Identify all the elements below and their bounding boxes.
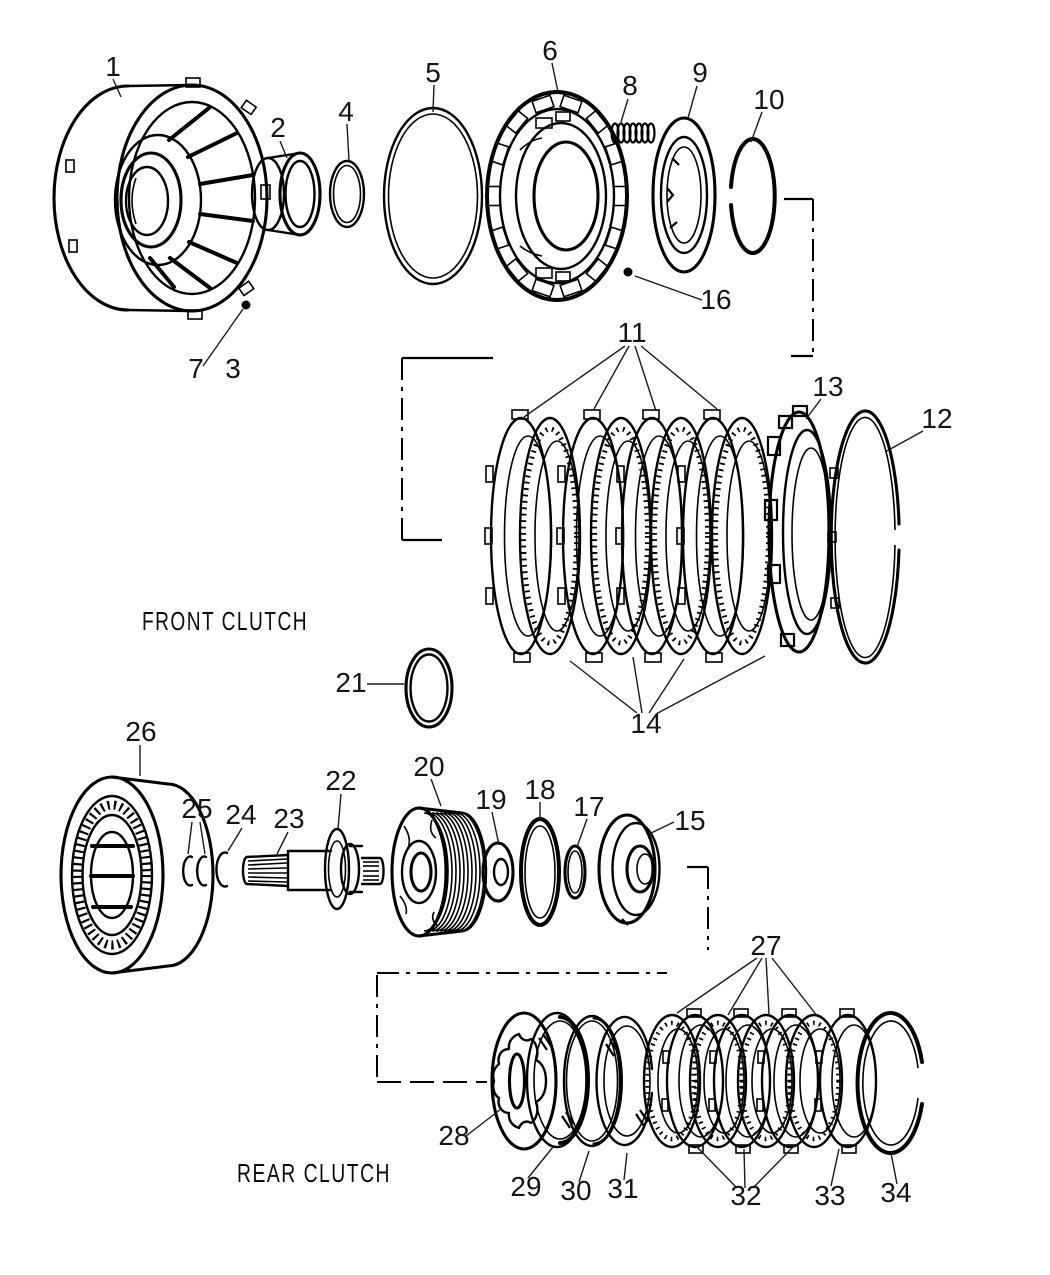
part-6-piston-spring-retainer bbox=[485, 90, 629, 302]
callout-26: 26 bbox=[125, 716, 156, 747]
part-10-snap-ring bbox=[729, 137, 777, 255]
part-29-belleville-plate bbox=[525, 1011, 590, 1149]
callout-33: 33 bbox=[814, 1180, 845, 1211]
part-26-drum bbox=[59, 775, 215, 975]
callout-16: 16 bbox=[700, 284, 731, 315]
part-22-thrust-washer bbox=[323, 827, 351, 911]
callout-3: 3 bbox=[225, 353, 241, 384]
part-28-piston-plate bbox=[490, 1011, 558, 1151]
callout-10: 10 bbox=[753, 84, 784, 115]
part-21-seal-ring bbox=[404, 647, 454, 729]
callout-30: 30 bbox=[560, 1175, 591, 1206]
part-1-clutch-retainer bbox=[52, 77, 271, 320]
callout-24: 24 bbox=[225, 799, 256, 830]
part-16-ball bbox=[623, 267, 633, 277]
leader-lines bbox=[112, 62, 924, 1189]
callout-15: 15 bbox=[674, 805, 705, 836]
callout-31: 31 bbox=[607, 1173, 638, 1204]
front-clutch-label: FRONT CLUTCH bbox=[142, 606, 308, 636]
callout-29: 29 bbox=[510, 1171, 541, 1202]
rear-clutch-label: REAR CLUTCH bbox=[237, 1158, 391, 1188]
callout-11: 11 bbox=[617, 317, 646, 348]
callout-12: 12 bbox=[921, 403, 952, 434]
callout-4: 4 bbox=[338, 96, 354, 127]
callout-5: 5 bbox=[425, 57, 441, 88]
callout-18: 18 bbox=[524, 774, 555, 805]
part-13-pressure-plate bbox=[763, 404, 833, 654]
callout-32: 32 bbox=[730, 1180, 761, 1211]
callout-27: 27 bbox=[750, 930, 781, 961]
callout-13: 13 bbox=[812, 371, 843, 402]
part-7-3-ball bbox=[241, 300, 251, 310]
part-24-snap-ring-small bbox=[215, 851, 229, 888]
callout-14: 14 bbox=[630, 708, 661, 739]
part-25-snap-rings bbox=[182, 855, 208, 887]
part-4-seal-ring bbox=[328, 159, 366, 229]
callout-25: 25 bbox=[181, 793, 212, 824]
part-8-spring bbox=[610, 122, 656, 144]
callout-1: 1 bbox=[105, 51, 121, 82]
part-23-input-shaft bbox=[241, 842, 385, 896]
part-30-ring-plate bbox=[562, 1014, 623, 1148]
front-clutch-bracket-left bbox=[401, 356, 493, 542]
part-17-seal-ring-small bbox=[563, 844, 587, 900]
callout-2: 2 bbox=[270, 112, 286, 143]
callout-9: 9 bbox=[692, 57, 708, 88]
part-9-spring-retainer-ring bbox=[651, 116, 717, 274]
part-31-wave-spring bbox=[595, 1015, 654, 1147]
callout-21: 21 bbox=[335, 667, 366, 698]
callout-23: 23 bbox=[273, 803, 304, 834]
front-clutch-bracket-right bbox=[784, 197, 814, 358]
callout-17: 17 bbox=[573, 791, 604, 822]
rear-clutch-bracket-right bbox=[687, 865, 709, 950]
rear-clutch-bracket-left bbox=[376, 972, 667, 1083]
part-2-bushing bbox=[250, 151, 322, 237]
part-34-snap-ring bbox=[855, 1011, 924, 1155]
callout-22: 22 bbox=[325, 765, 356, 796]
callout-34: 34 bbox=[880, 1177, 911, 1208]
callout-20: 20 bbox=[413, 751, 444, 782]
callout-labels: 1 2 3 4 5 6 7 8 9 10 11 12 13 14 15 16 1… bbox=[105, 35, 952, 1211]
callout-28: 28 bbox=[438, 1120, 469, 1151]
callout-19: 19 bbox=[475, 784, 506, 815]
callout-6: 6 bbox=[542, 35, 558, 66]
callout-8: 8 bbox=[622, 70, 638, 101]
part-15-spring-retainer bbox=[597, 813, 661, 926]
callout-7: 7 bbox=[188, 353, 204, 384]
